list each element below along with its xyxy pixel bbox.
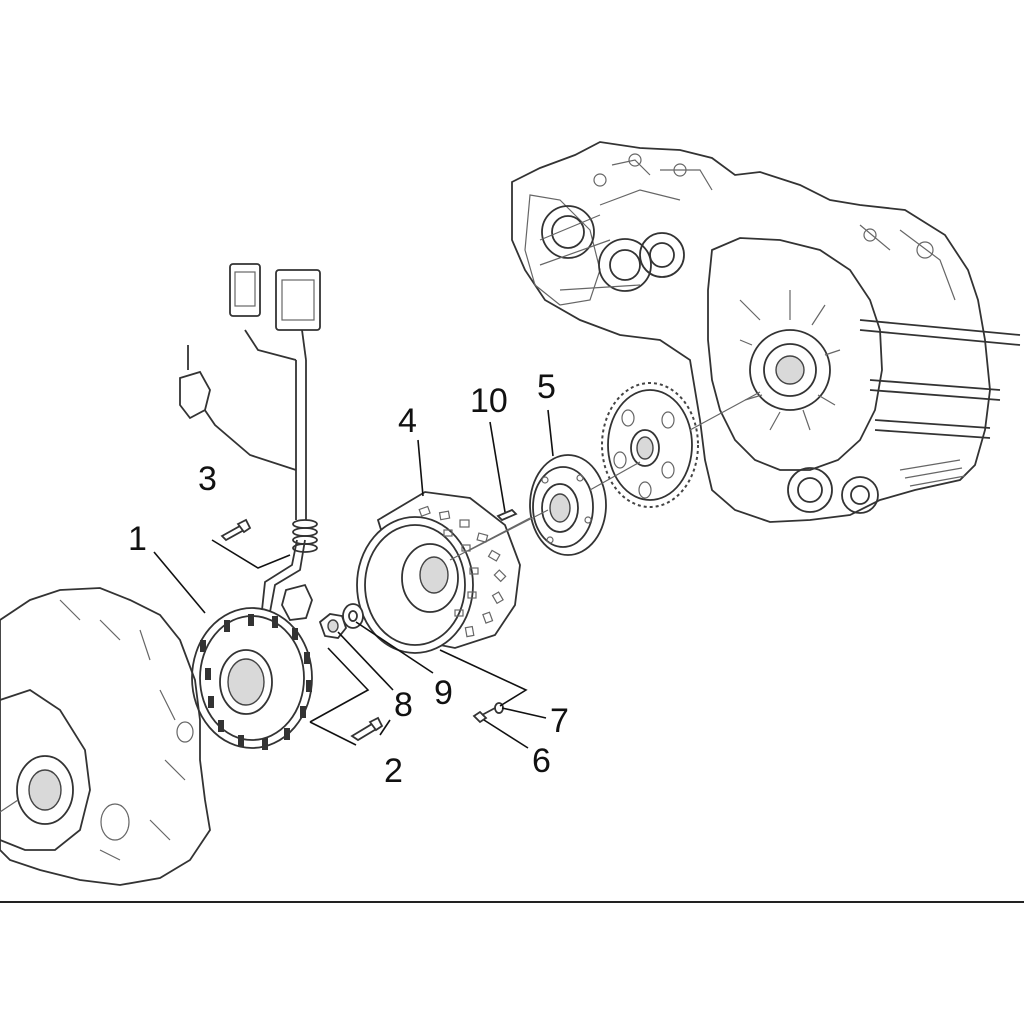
callout-5: 5: [537, 368, 556, 406]
part-2-screw: [350, 716, 384, 742]
part-9-washer: [342, 603, 364, 629]
callout-2: 2: [384, 752, 403, 790]
part-10-key: [496, 508, 518, 522]
callout-4: 4: [398, 402, 417, 440]
part-3-screw: [220, 518, 252, 542]
part-1-stator: [179, 263, 321, 750]
callout-7: 7: [550, 702, 569, 740]
callout-8: 8: [394, 686, 413, 724]
leader-lines: [153, 409, 554, 749]
part-5-freewheel: [529, 454, 641, 556]
callout-6: 6: [532, 742, 551, 780]
left-engine-cover: [0, 587, 211, 886]
callout-1: 1: [128, 520, 147, 558]
part-4-flywheel: [356, 491, 549, 654]
callout-10: 10: [470, 382, 508, 420]
callout-9: 9: [434, 674, 453, 712]
part-6-bolt: [472, 707, 496, 724]
part-8-nut: [318, 613, 348, 639]
starter-gear: [601, 382, 761, 508]
callout-3: 3: [198, 460, 217, 498]
engine-crankcase: [511, 141, 1021, 523]
